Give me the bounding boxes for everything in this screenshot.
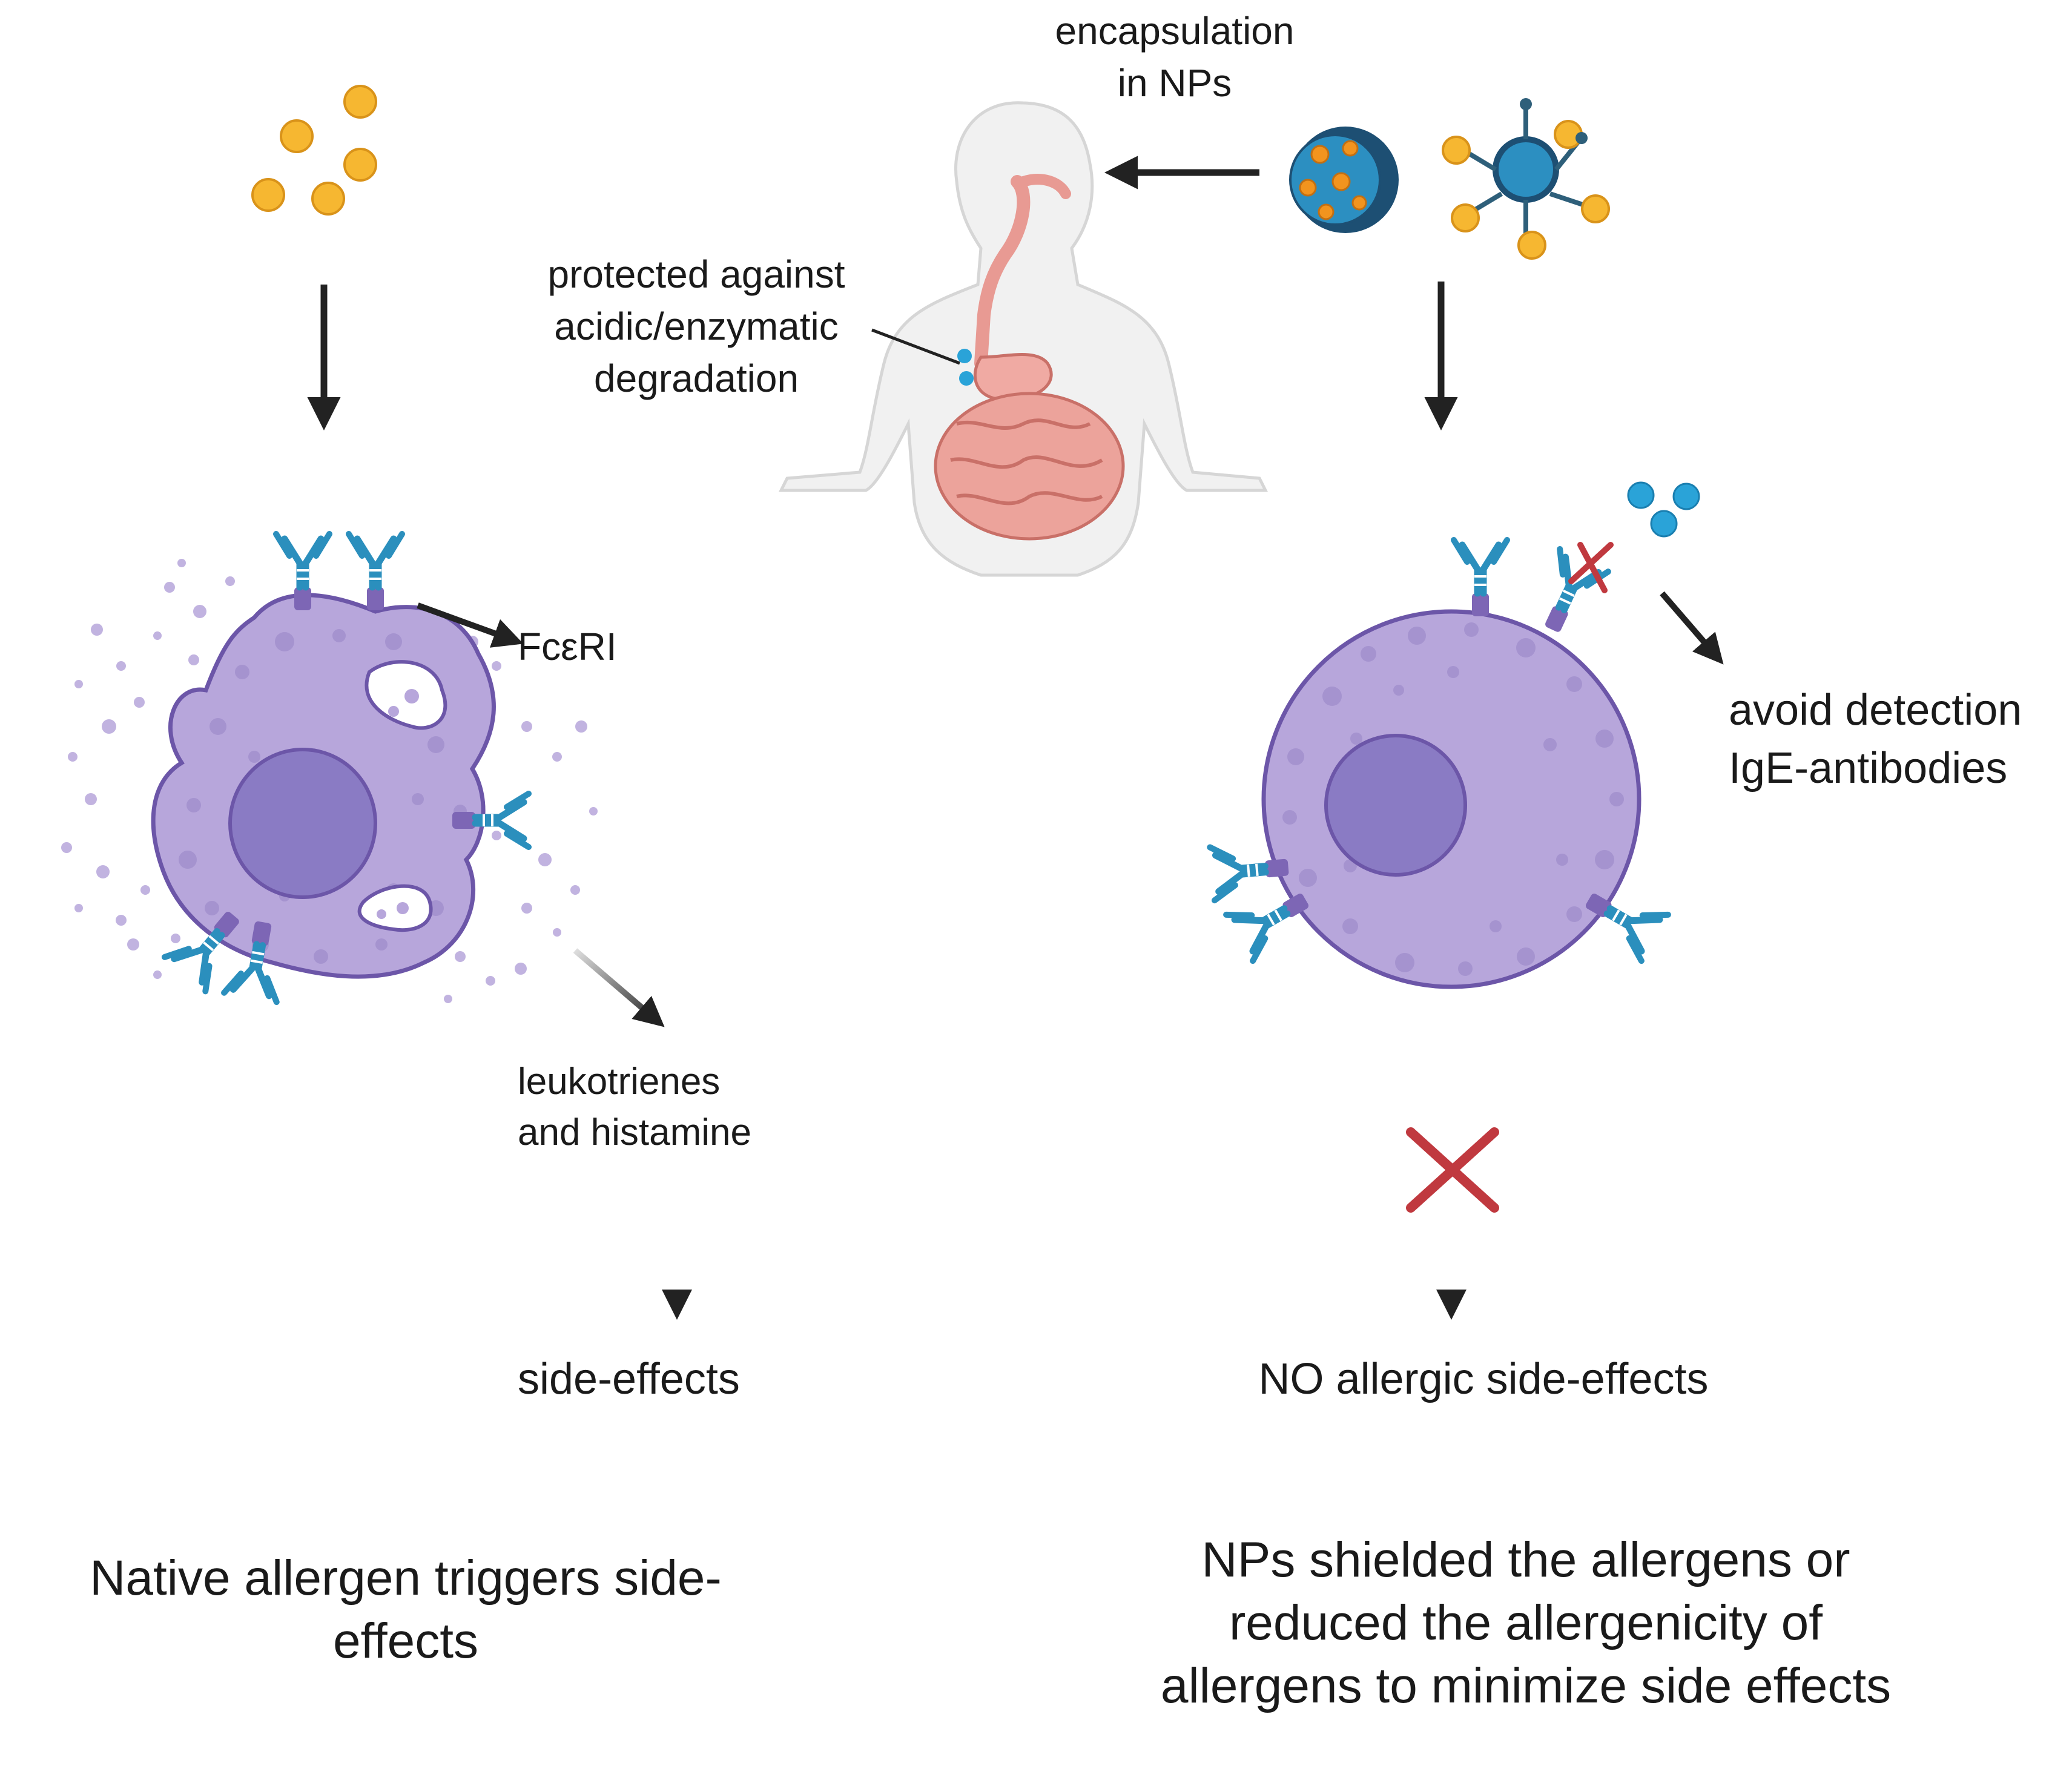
encapsulation-line-1: encapsulation [1055, 9, 1295, 53]
fceri-label: FcεRI [518, 625, 617, 668]
arrow-to-avoid-detection [1660, 591, 1724, 665]
nanoparticle-with-allergens [1289, 127, 1399, 233]
protected-pointer-line [871, 328, 960, 365]
free-allergens [251, 85, 377, 216]
released-granules [61, 559, 598, 1003]
degranulating-mast-cell [61, 559, 598, 1003]
left-caption-line-1: Native allergen triggers side- [90, 1550, 722, 1606]
left-caption-line-2: effects [332, 1613, 479, 1669]
protected-line-1: protected against [547, 252, 845, 296]
no-effect-cross [1406, 1127, 1499, 1213]
right-caption-line-1: NPs shielded the allergens or [1201, 1532, 1850, 1587]
mediators-line-2: and histamine [518, 1112, 752, 1153]
avoid-detection-label: avoid detection IgE-antibodies [1729, 681, 2022, 797]
right-caption: NPs shielded the allergens or reduced th… [1029, 1529, 2022, 1718]
mediators-line-1: leukotrienes [518, 1061, 721, 1102]
arrow-to-fceri [417, 602, 524, 648]
protected-line-2: acidic/enzymatic [554, 305, 839, 348]
protected-line-3: degradation [593, 357, 799, 400]
avoid-line-2: IgE-antibodies [1729, 744, 2008, 792]
right-caption-line-2: reduced the allergenicity of [1229, 1595, 1823, 1650]
left-caption: Native allergen triggers side- effects [0, 1547, 811, 1673]
human-body-digestive-tract [778, 101, 1269, 577]
surface-decorated-nanoparticle [1442, 98, 1610, 260]
avoid-line-1: avoid detection [1729, 686, 2022, 734]
binding-blocked-cross [1568, 542, 1614, 593]
intact-mast-cell [1261, 609, 1641, 989]
right-caption-line-3: allergens to minimize side effects [1160, 1658, 1892, 1713]
mediators-label: leukotrienes and histamine [518, 1056, 751, 1158]
protected-label: protected against acidic/enzymatic degra… [521, 248, 872, 404]
encapsulated-particles [1627, 481, 1700, 538]
encapsulation-line-2: in NPs [1117, 61, 1232, 105]
no-side-effects-label: NO allergic side-effects [1258, 1355, 1709, 1403]
encapsulation-label: encapsulation in NPs [1029, 5, 1320, 109]
side-effects-label: side-effects [518, 1355, 740, 1403]
arrow-to-mediators [573, 948, 665, 1027]
